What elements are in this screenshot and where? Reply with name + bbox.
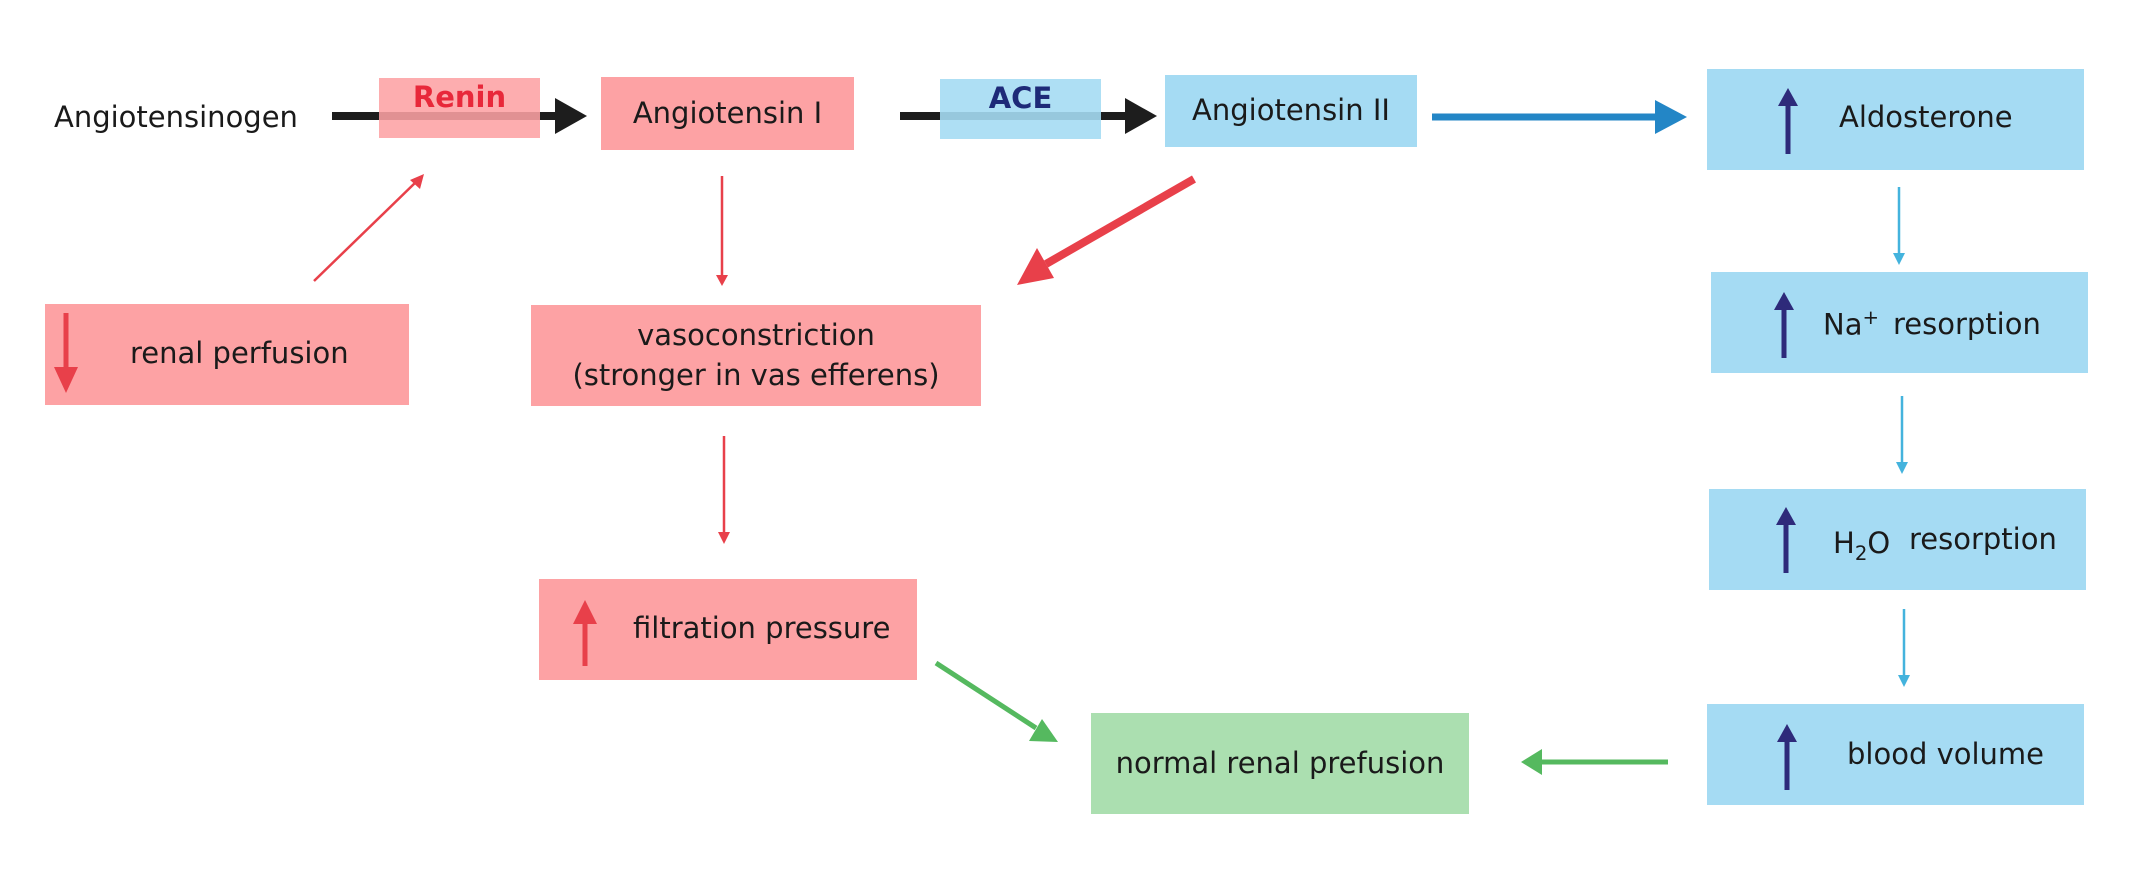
arrow-renal-perfusion-to-renin [313,174,424,282]
vasoconstriction-note: (stronger in vas efferens) [572,357,940,392]
renin-text: Renin [412,80,507,114]
normal-renal-perfusion-box: normal renal prefusion [1091,713,1469,814]
up-arrow-icon [1776,507,1796,573]
arrow-filtration-to-normal [934,660,1058,742]
arrow-na-to-h2o [1896,396,1908,474]
aldosterone-label: Aldosterone [1839,100,2013,134]
h2o-resorption-label: resorption [1909,522,2057,556]
blood-volume-box: blood volume [1707,704,2084,805]
vasoconstriction-box: vasoconstriction (stronger in vas effere… [531,305,981,406]
h2o-resorption-box: H2O resorption [1709,489,2086,590]
up-arrow-icon [573,600,597,666]
renin-enzyme-label: Renin [379,78,540,138]
arrow-vasoconstriction-to-filtration [718,436,730,544]
up-arrow-icon [1774,292,1794,358]
ace-enzyme-label: ACE [940,79,1101,139]
angiotensin2-box: Angiotensin II [1165,75,1417,147]
angiotensin2-label: Angiotensin II [1192,93,1390,128]
na-label: Na+ [1823,305,1879,345]
vasoconstriction-label: vasoconstriction [637,318,875,353]
angiotensin1-label: Angiotensin I [632,95,823,130]
h2o-sub: 2 [1854,541,1868,565]
na-resorption-box: Na+ resorption [1711,272,2088,373]
angiotensinogen-label: Angiotensinogen [54,100,298,134]
arrow-angiotensin1-to-vasoconstriction [716,176,728,286]
filtration-pressure-label: filtration pressure [633,611,891,645]
angiotensin1-box: Angiotensin I [601,77,854,150]
renal-perfusion-label: renal perfusion [130,336,349,370]
arrow-angiotensin2-to-aldosterone [1432,100,1687,134]
na-base: Na [1823,307,1863,342]
down-arrow-icon [54,313,78,393]
arrow-angiotensin2-to-vasoconstriction [1017,175,1196,285]
h2o-label: H2O [1833,524,1890,567]
arrow-bloodvolume-to-normal [1521,749,1668,775]
normal-renal-perfusion-label: normal renal prefusion [1115,745,1445,780]
renal-perfusion-box: renal perfusion [45,304,409,405]
h2o-o: O [1867,526,1891,560]
up-arrow-icon [1778,88,1798,154]
h2o-h: H [1833,526,1855,560]
aldosterone-box: Aldosterone [1707,69,2084,170]
na-resorption-label: resorption [1893,307,2041,341]
blood-volume-label: blood volume [1847,737,2045,771]
na-sup: + [1862,306,1879,329]
arrow-aldosterone-to-na [1893,187,1905,265]
arrow-h2o-to-bloodvolume [1898,609,1910,687]
ace-text: ACE [988,81,1053,115]
filtration-pressure-box: filtration pressure [539,579,917,680]
up-arrow-icon [1777,724,1797,790]
